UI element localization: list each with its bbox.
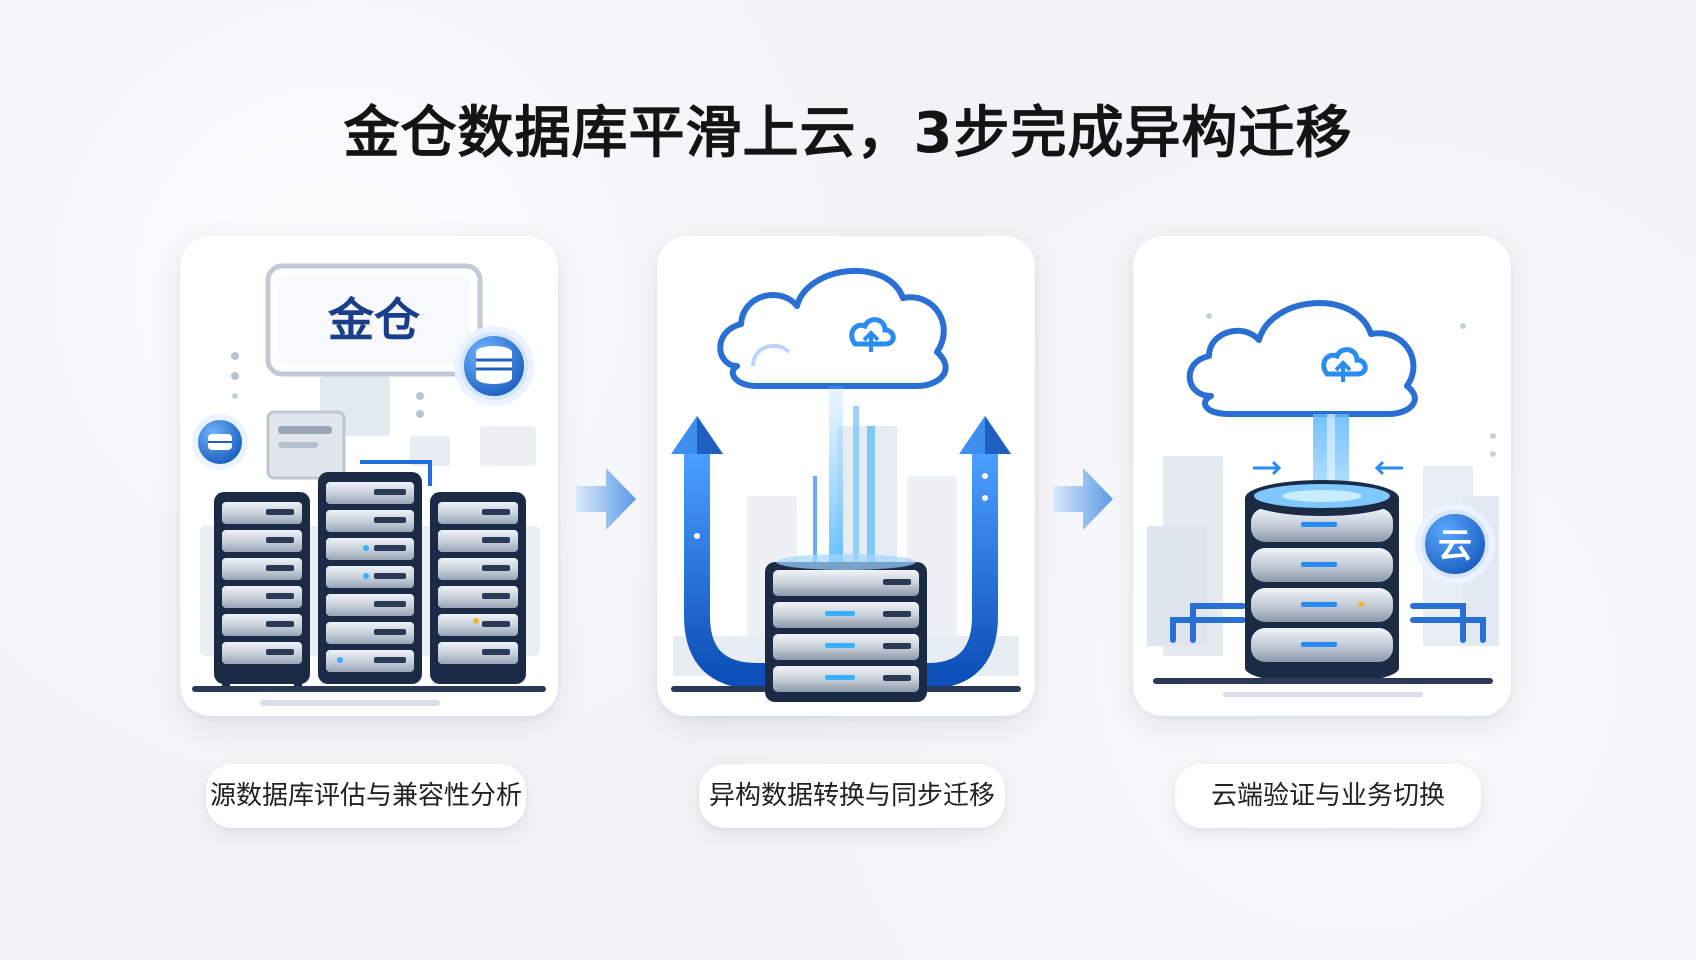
server-rack-center bbox=[318, 472, 422, 684]
database-server-stack bbox=[765, 554, 927, 702]
cloud-badge-label: 云 bbox=[1438, 526, 1472, 566]
cloud-icon bbox=[717, 267, 949, 389]
cloud-database-illustration: 云 bbox=[1147, 300, 1499, 697]
database-cylinder bbox=[1245, 480, 1399, 684]
cloud-migration-illustration bbox=[671, 267, 1021, 702]
upload-arrow-right bbox=[864, 416, 1011, 689]
server-rack-illustration: 金仓 bbox=[192, 263, 546, 706]
server-rack-right bbox=[430, 492, 526, 684]
step-1-caption: 源数据库评估与兼容性分析 bbox=[206, 764, 526, 828]
step-2-caption: 异构数据转换与同步迁移 bbox=[699, 764, 1005, 828]
cloud-icon bbox=[1186, 300, 1418, 417]
database-icon bbox=[454, 326, 534, 406]
server-rack-left bbox=[214, 492, 310, 686]
step-arrow-icon bbox=[1053, 468, 1113, 530]
kingbase-badge: 金仓 bbox=[327, 293, 421, 347]
step-arrow-icon bbox=[576, 468, 636, 530]
page-title: 金仓数据库平滑上云，3步完成异构迁移 bbox=[343, 101, 1353, 166]
cloud-badge: 云 bbox=[1415, 504, 1495, 584]
step-2-card bbox=[657, 236, 1035, 716]
step-3-caption: 云端验证与业务切换 bbox=[1175, 764, 1481, 828]
small-database-icon bbox=[192, 414, 248, 470]
step-1-card: 金仓 bbox=[180, 236, 558, 716]
step-3-card: 云 bbox=[1133, 236, 1511, 716]
upload-arrow-left bbox=[671, 416, 820, 689]
